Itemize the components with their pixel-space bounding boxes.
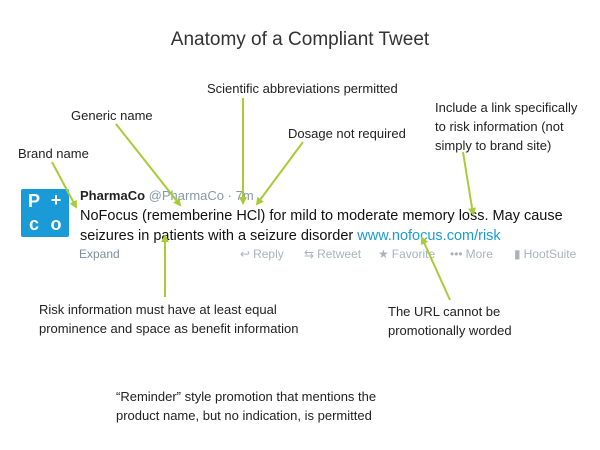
arrow-dosage: [255, 141, 304, 206]
tweet-separator: ·: [227, 188, 232, 203]
logo-letter: +: [50, 190, 62, 210]
logo-letter: c: [28, 214, 39, 234]
annotation-line: Include a link specifically: [435, 100, 578, 115]
tweet-text: NoFocus (rememberine HCl) for mild to mo…: [80, 206, 580, 246]
tweet-risk-link[interactable]: www.nofocus.com/risk: [357, 228, 501, 244]
hootsuite-label: HootSuite: [523, 247, 577, 261]
annotation-line: “Reminder” style promotion that mentions…: [116, 389, 377, 404]
reply-icon: ↩: [240, 247, 251, 261]
arrow-risk-link: [462, 151, 476, 216]
tweet-handle[interactable]: @PharmaCo: [148, 188, 224, 203]
hootsuite-button[interactable]: ▮HootSuite: [514, 247, 576, 261]
page-title: Anatomy of a Compliant Tweet: [170, 29, 430, 50]
star-icon: ★: [378, 247, 389, 261]
ellipsis-icon: •••: [450, 247, 463, 261]
annotation-generic-name: Generic name: [71, 108, 153, 123]
tweet-text-segment: seizures in patients with a seizure diso…: [80, 228, 358, 244]
retweet-icon: ⇆: [304, 247, 315, 261]
annotation-line: prominence and space as benefit informat…: [39, 321, 299, 336]
annotation-url: The URL cannot be promotionally worded: [388, 302, 512, 340]
more-button[interactable]: •••More: [450, 247, 493, 261]
annotation-dosage: Dosage not required: [288, 126, 406, 141]
arrow-url: [420, 236, 451, 301]
annotation-risk-information: Risk information must have at least equa…: [39, 300, 298, 338]
annotation-brand-name: Brand name: [18, 146, 89, 161]
tweet-text-line: seizures in patients with a seizure diso…: [80, 226, 580, 246]
favorite-button[interactable]: ★Favorite: [378, 247, 435, 261]
annotation-line: product name, but no indication, is perm…: [116, 408, 372, 423]
tweet-author[interactable]: PharmaCo: [80, 188, 146, 203]
annotation-reminder: “Reminder” style promotion that mentions…: [116, 387, 376, 425]
pharmaco-logo: P + c o: [21, 189, 69, 237]
expand-link[interactable]: Expand: [79, 247, 120, 261]
annotation-line: to risk information (not: [435, 119, 564, 134]
reply-label: Reply: [253, 247, 284, 261]
favorite-label: Favorite: [391, 247, 436, 261]
hootsuite-icon: ▮: [514, 247, 521, 261]
arrow-generic-name: [115, 123, 182, 207]
logo-letter: P: [27, 191, 40, 211]
annotation-risk-link: Include a link specifically to risk info…: [435, 98, 577, 155]
arrow-brand-name: [51, 161, 77, 209]
annotation-line: Risk information must have at least equa…: [39, 302, 277, 317]
retweet-label: Retweet: [317, 247, 362, 261]
retweet-button[interactable]: ⇆Retweet: [304, 247, 361, 261]
logo-letter: o: [50, 214, 62, 234]
more-label: More: [465, 247, 493, 261]
annotation-line: promotionally worded: [388, 323, 512, 338]
annotation-scientific-abbreviations: Scientific abbreviations permitted: [207, 81, 398, 96]
annotation-line: The URL cannot be: [388, 304, 501, 319]
tweet-text-line: NoFocus (rememberine HCl) for mild to mo…: [80, 208, 563, 224]
annotation-line: simply to brand site): [435, 138, 552, 153]
reply-button[interactable]: ↩Reply: [240, 247, 284, 261]
tweet-header: PharmaCo @PharmaCo · 7m: [80, 188, 254, 203]
